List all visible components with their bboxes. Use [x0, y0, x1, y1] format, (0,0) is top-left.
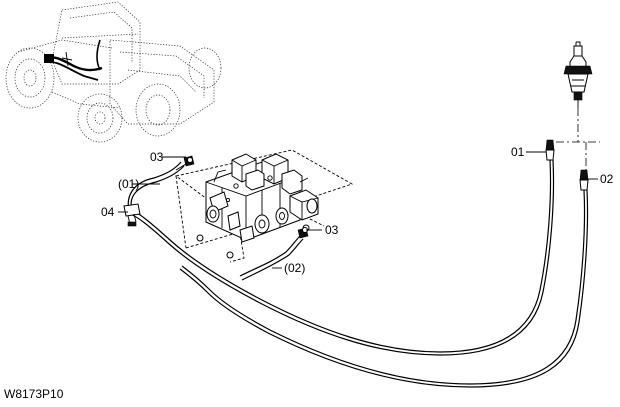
fitting-03-mid	[297, 227, 309, 239]
leader-lines	[118, 151, 598, 269]
callout-03-mid: 03	[325, 223, 339, 237]
pressure-switch	[563, 41, 593, 108]
hose-02	[179, 169, 589, 388]
callout-01: 01	[511, 145, 525, 159]
callout-02: 02	[600, 172, 614, 186]
routing-centerlines	[556, 108, 600, 170]
control-valve-assembly	[174, 149, 354, 263]
callout-02-paren: (02)	[284, 261, 305, 275]
fitting-03-top	[175, 155, 195, 171]
callout-01-paren: (01)	[118, 177, 139, 191]
drawing-id: W8173P10	[4, 387, 64, 401]
clamp-04	[123, 203, 141, 227]
hose-01	[127, 139, 555, 356]
callout-04: 04	[101, 205, 115, 219]
callout-03-top: 03	[150, 150, 164, 164]
tractor-overview	[5, 1, 222, 143]
